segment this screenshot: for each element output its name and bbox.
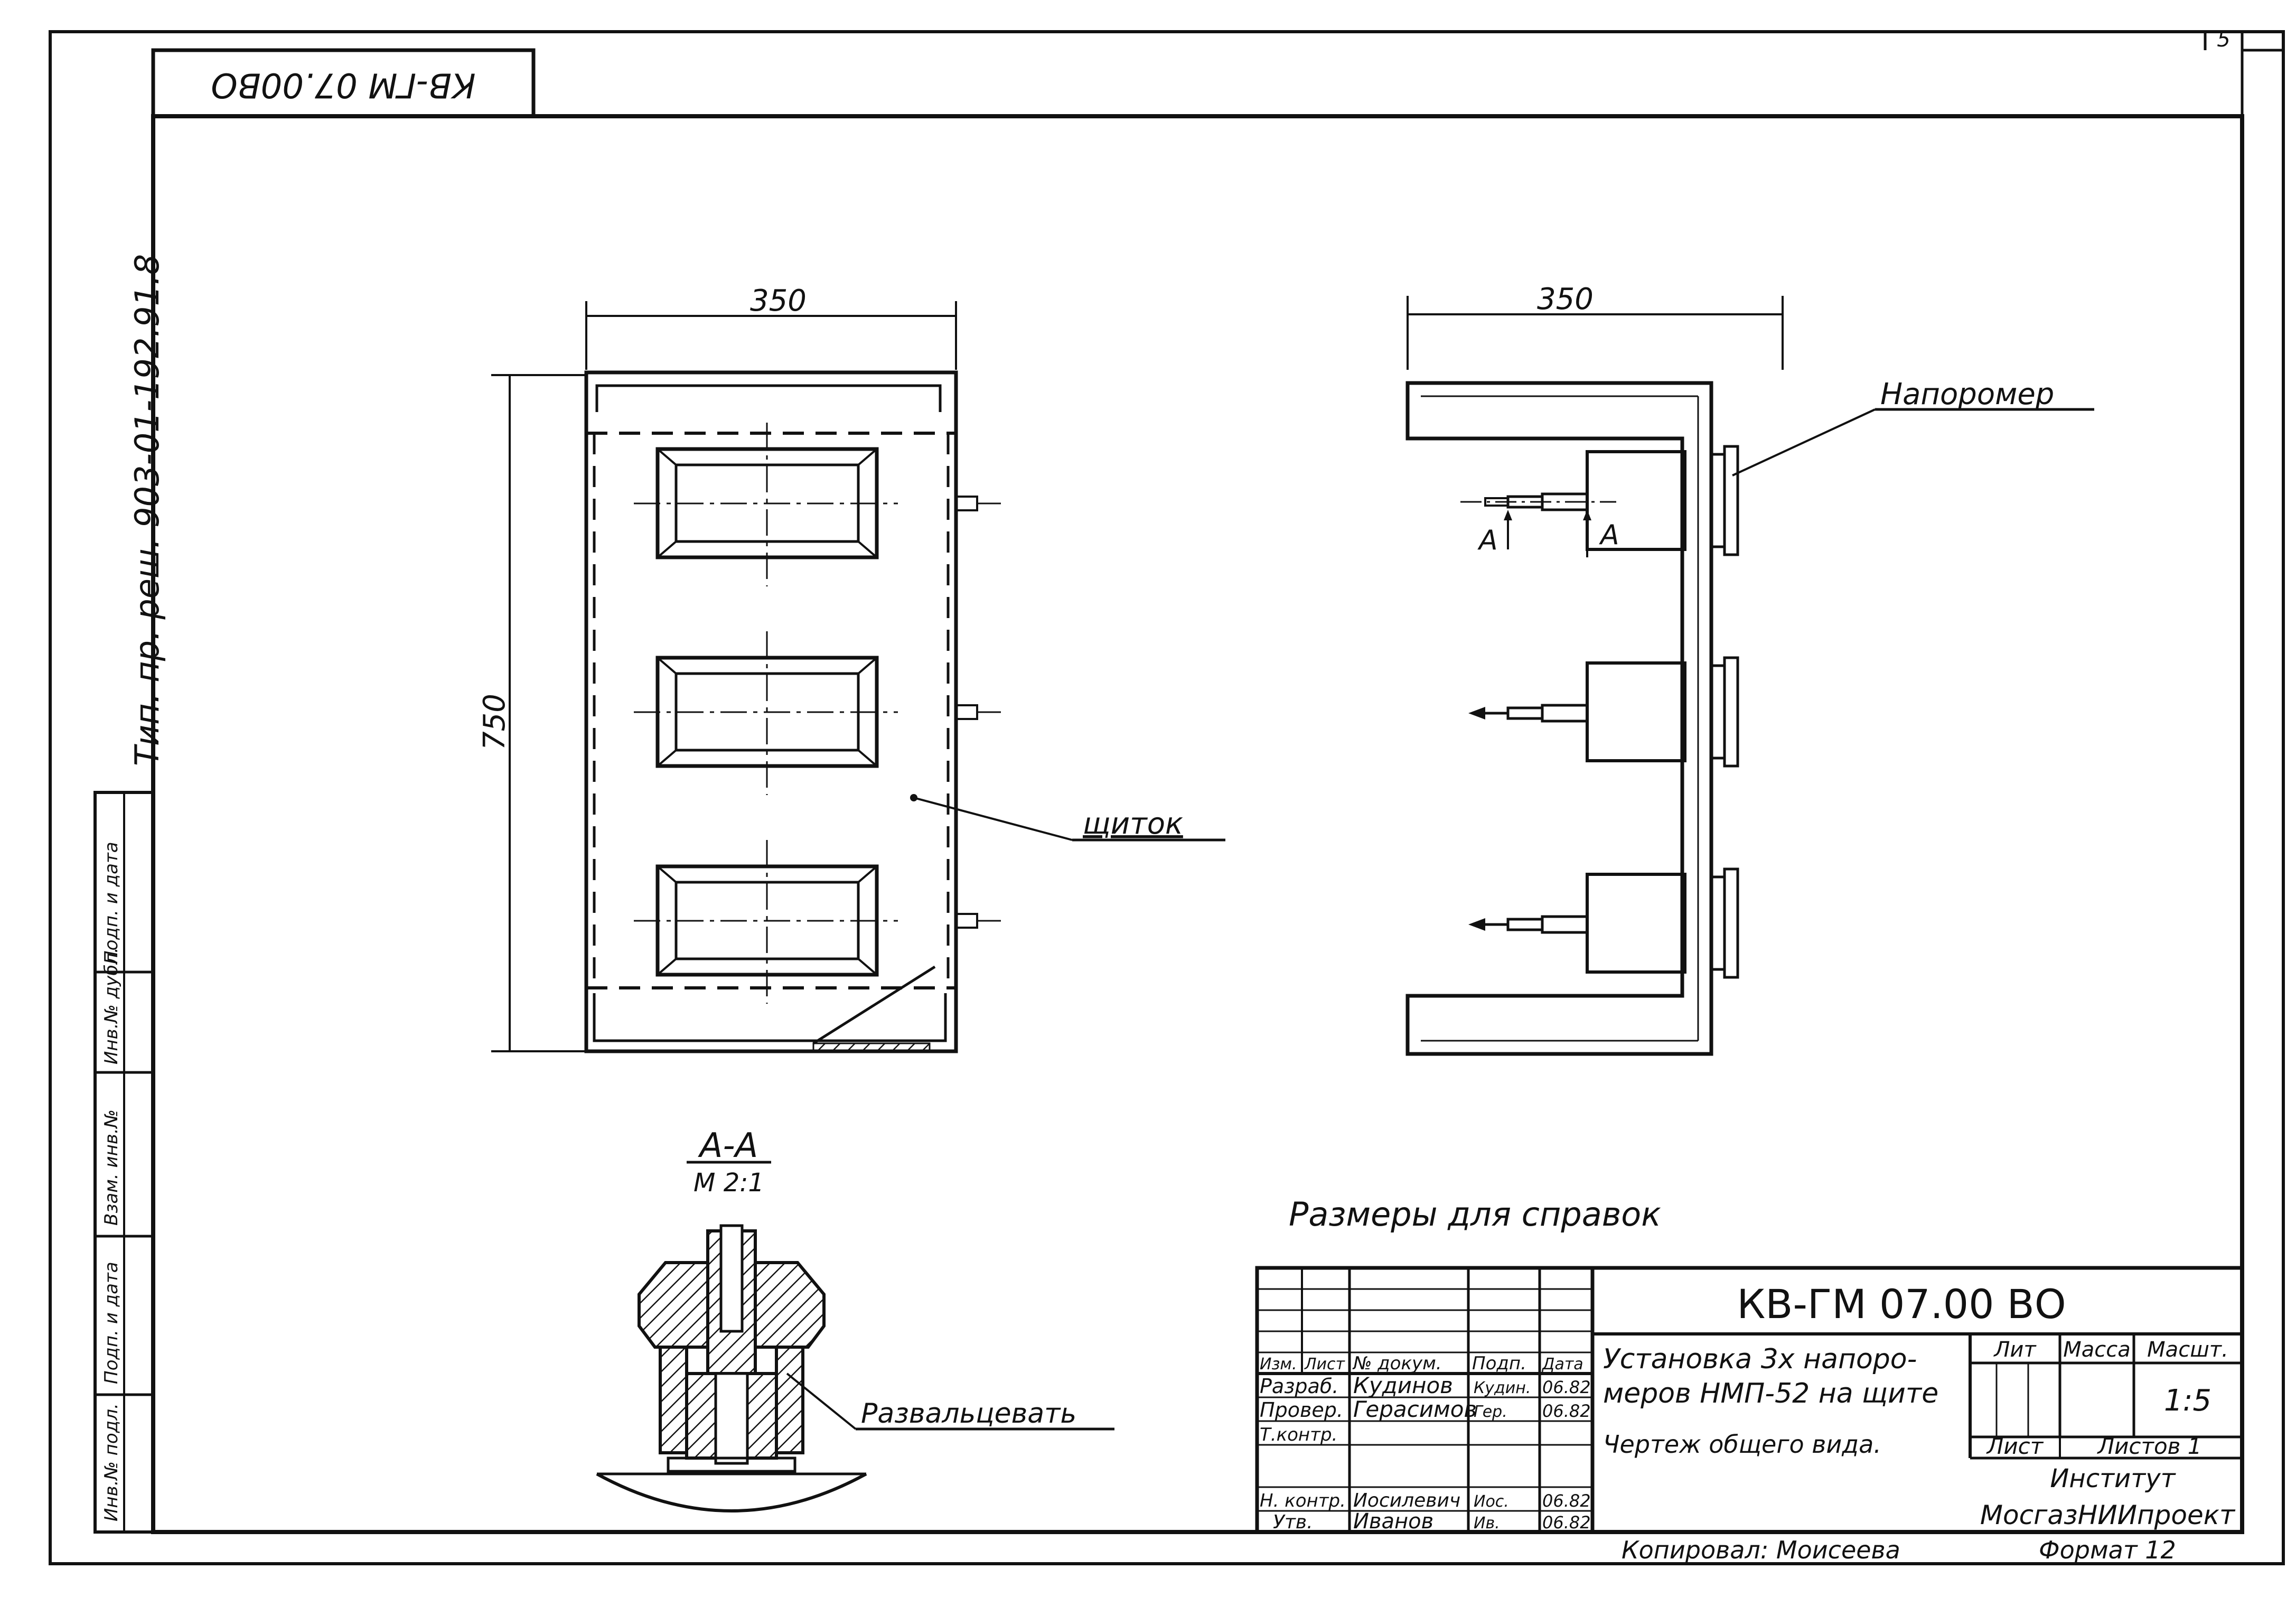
side-width-dim: 350 [1537,282,1594,316]
page-number: 5 [2217,27,2230,52]
leader-label-shield: щиток [1083,807,1183,841]
tb-row-role: Провер. [1260,1398,1343,1422]
leader-label-flare: Развальцевать [861,1398,1076,1430]
tb-row-role: Утв. [1273,1511,1313,1533]
tb-hdr-lit: Лит [1993,1338,2037,1362]
tb-row-name: Кудинов [1353,1372,1453,1398]
side-table-col-4: Инв.№ дубл. [101,947,122,1064]
tb-org-line2: МосгазНИИпроект [1980,1500,2236,1530]
side-table-col-1: Инв.№ подл. [101,1403,122,1521]
side-table: Инв.№ подл. Подп. и дата Взам. инв.№ Инв… [93,791,155,1534]
tb-row-name: Иванов [1353,1509,1433,1534]
tb-col-doc: № докум. [1352,1353,1442,1374]
tb-row-date: 06.82 [1542,1377,1591,1397]
tb-row-role: Т.контр. [1260,1424,1337,1445]
tb-row-date: 06.82 [1542,1491,1591,1511]
section-scale: М 2:1 [694,1168,764,1198]
tb-row-sign: Гер. [1474,1403,1507,1421]
tb-scale-value: 1:5 [2164,1384,2211,1418]
leader-label-gauge: Напоромер [1880,377,2054,412]
tb-col-izm: Изм. [1260,1355,1297,1374]
tb-subtitle: Чертеж общего вида. [1603,1430,1881,1459]
side-table-col-5: Подп. и дата [101,842,122,964]
tb-row-date: 06.82 [1542,1401,1591,1421]
section-mark-left: А [1477,525,1498,556]
outer-border [49,30,2285,1565]
tb-title-line2: меров НМП-52 на щите [1603,1378,1938,1409]
side-view: 350 А А [1405,282,2094,1056]
side-stamp-text: Тип. пр. реш. 903-01-192.91.8 [128,254,166,766]
tb-title-line1: Установка 3х напоро- [1603,1343,1917,1375]
tb-sheets-label: Листов 1 [2097,1433,2202,1459]
side-table-col-3: Взам. инв.№ [101,1109,122,1226]
tb-hdr-scale: Масшт. [2147,1338,2228,1362]
tb-hdr-mass: Масса [2063,1338,2131,1362]
section-title: А-А [698,1126,758,1165]
rotated-stamp-box [151,48,536,118]
reference-dims-note: Размеры для справок [1289,1195,1661,1234]
tb-col-date: Дата [1541,1355,1583,1374]
front-height-dim: 750 [477,694,512,750]
rotated-stamp-code: КВ-ГМ 07.00ВО [211,65,475,104]
front-view: 350 750 [477,284,1225,1053]
tb-sheet-label: Лист [1986,1433,2044,1459]
tb-row-sign: Иос. [1474,1492,1509,1511]
tb-row-role: Н. контр. [1260,1490,1346,1511]
section-mark-right: А [1599,519,1619,551]
title-block: Изм. Лист № докум. Подп. Дата Разраб. Ку… [1255,1266,2244,1534]
tb-row-sign: Кудин. [1474,1379,1531,1397]
tb-row-name: Герасимов [1353,1396,1477,1422]
front-width-dim: 350 [750,284,807,318]
tb-document-code: КВ-ГМ 07.00 ВО [1737,1281,2066,1328]
copied-by: Копировал: Моисеева [1622,1536,1900,1564]
tb-row-sign: Ив. [1474,1514,1500,1533]
side-table-col-2: Подп. и дата [101,1262,122,1384]
tb-org-line1: Институт [2050,1464,2176,1493]
tb-row-name: Иосилевич [1353,1490,1460,1511]
tb-row-role: Разраб. [1260,1375,1338,1398]
tb-col-list: Лист [1304,1355,1346,1374]
tb-col-sign: Подп. [1472,1353,1526,1374]
tb-row-date: 06.82 [1542,1512,1591,1533]
sheet-format: Формат 12 [2039,1536,2176,1564]
section-aa: А-А М 2:1 Развальцевать [596,1126,1114,1512]
